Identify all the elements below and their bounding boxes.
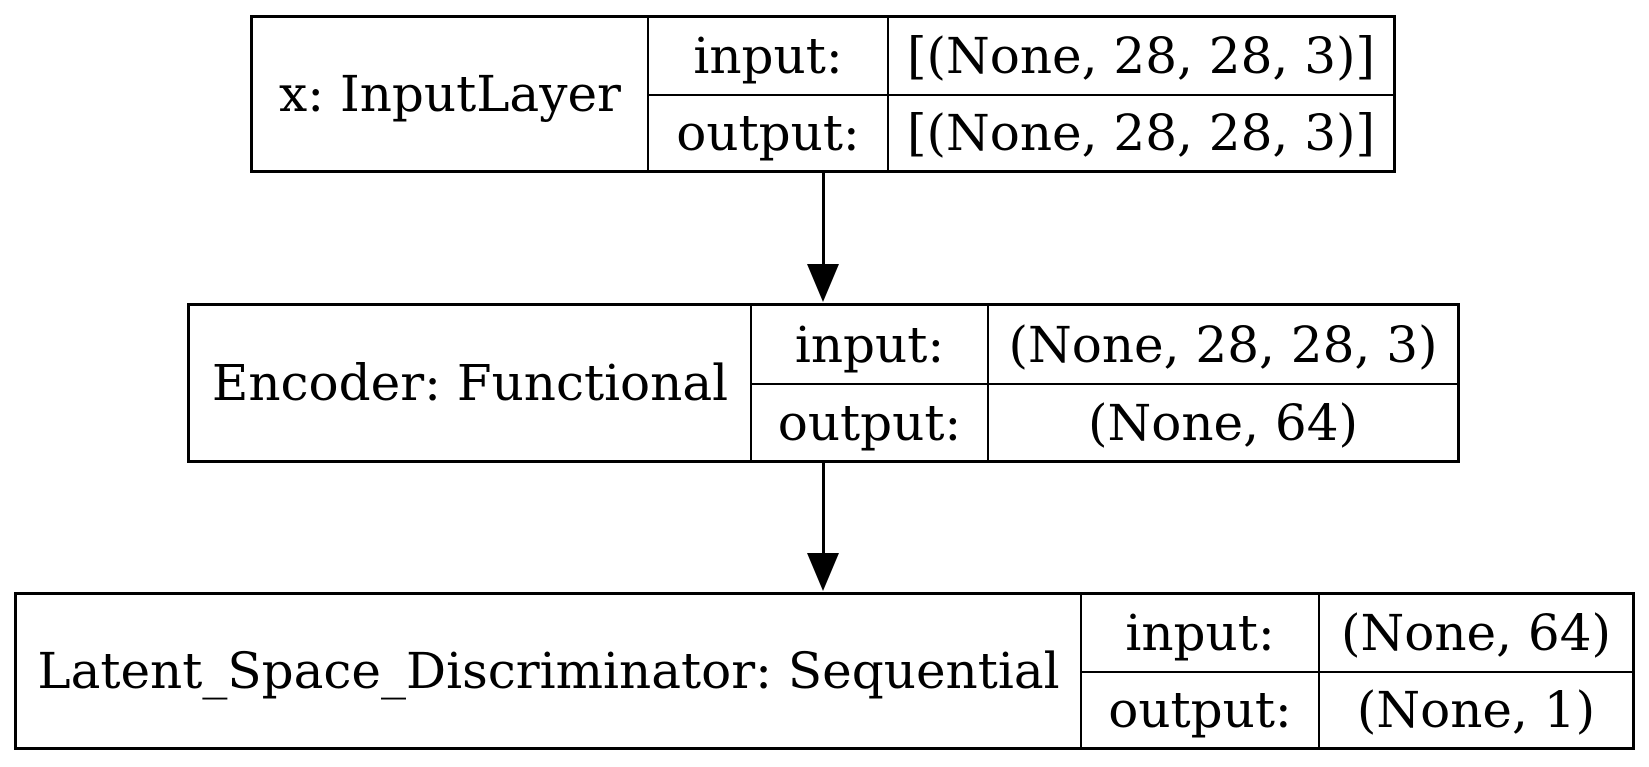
layer-name: Latent_Space_Discriminator: Sequential	[37, 642, 1060, 700]
output-label: output:	[750, 383, 987, 460]
layer-name: x: InputLayer	[279, 65, 621, 123]
input-label: input:	[750, 306, 987, 383]
node-latent-space-discriminator-sequential: Latent_Space_Discriminator: Sequential i…	[14, 592, 1635, 750]
edge-encoder-to-discriminator-arrowhead-icon	[807, 553, 839, 591]
input-shape-value: (None, 28, 28, 3)	[987, 306, 1457, 383]
edge-encoder-to-discriminator-line	[822, 463, 825, 556]
layer-name: Encoder: Functional	[211, 354, 729, 412]
output-label: output:	[1080, 671, 1318, 747]
node-x-inputlayer: x: InputLayer input: [(None, 28, 28, 3)]…	[250, 15, 1396, 173]
output-shape-value: [(None, 28, 28, 3)]	[887, 94, 1393, 170]
node-encoder-functional: Encoder: Functional input: (None, 28, 28…	[187, 303, 1460, 463]
output-label: output:	[647, 94, 887, 170]
input-shape-value: (None, 64)	[1318, 595, 1632, 671]
input-label: input:	[1080, 595, 1318, 671]
output-shape-value: (None, 1)	[1318, 671, 1632, 747]
input-label: input:	[647, 18, 887, 94]
output-shape-value: (None, 64)	[987, 383, 1457, 460]
edge-x-to-encoder-arrowhead-icon	[807, 264, 839, 302]
input-shape-value: [(None, 28, 28, 3)]	[887, 18, 1393, 94]
edge-x-to-encoder-line	[822, 173, 825, 268]
